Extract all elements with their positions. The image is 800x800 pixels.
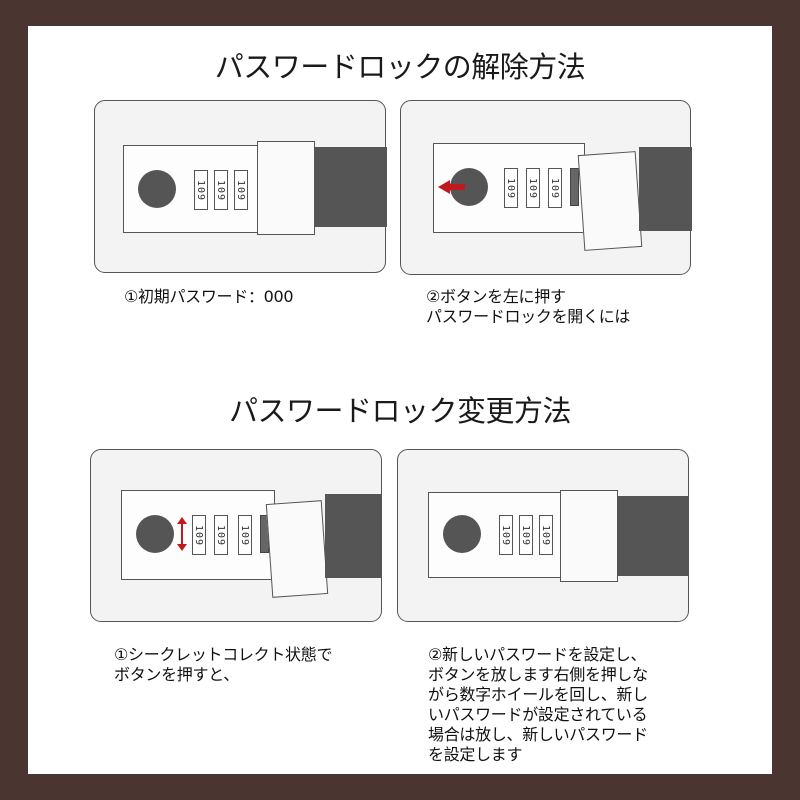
lock-body: 109 109 109 xyxy=(428,492,568,578)
push-left-arrowhead-icon xyxy=(438,180,450,194)
release-slot xyxy=(570,168,579,206)
lock-body: 109 109 109 xyxy=(121,490,275,580)
digit-wheel: 109 xyxy=(499,515,513,555)
unlock-step2-panel: 109 109 109 xyxy=(400,100,692,275)
unlock-step1-caption: ①初期パスワード：000 xyxy=(124,287,294,306)
strap xyxy=(618,496,688,576)
caption-line: ボタンを放します右側を押しな xyxy=(428,665,648,684)
caption-line: いパスワードが設定されている xyxy=(428,705,648,724)
digit-wheel: 109 xyxy=(194,170,208,210)
caption-line: 場合は放し、新しいパスワード xyxy=(428,725,648,744)
lock-cover xyxy=(257,141,315,235)
lock-body: 109 109 109 xyxy=(123,145,265,233)
caption-line: がら数字ホイールを回し、新し xyxy=(428,685,648,704)
strap xyxy=(639,147,692,231)
digit-wheel: 109 xyxy=(504,168,518,208)
digit-wheel: 109 xyxy=(192,515,206,555)
change-step2-panel: 109 109 109 xyxy=(397,449,689,622)
change-section-title: パスワードロック変更方法 xyxy=(228,394,572,428)
strap xyxy=(325,494,381,578)
lock-body: 109 109 109 xyxy=(433,143,585,233)
digit-wheel: 109 xyxy=(214,515,228,555)
digit-wheel: 109 xyxy=(214,170,228,210)
release-button xyxy=(138,170,176,208)
release-button xyxy=(443,515,481,553)
caption-line: ②新しいパスワードを設定し、 xyxy=(428,645,647,664)
digit-wheel: 109 xyxy=(234,170,248,210)
change-step1-panel: 109 109 109 xyxy=(90,449,382,622)
unlock-step2-caption-line2: パスワードロックを開くには xyxy=(426,307,631,326)
strap xyxy=(315,147,387,227)
change-step2-caption: ②新しいパスワードを設定し、 ボタンを放します右側を押しな がら数字ホイールを回… xyxy=(428,645,648,765)
unlock-section-title: パスワードロックの解除方法 xyxy=(214,50,586,84)
digit-wheel: 109 xyxy=(238,515,252,555)
digit-wheel: 109 xyxy=(519,515,533,555)
digit-wheel: 109 xyxy=(539,515,553,555)
digit-wheel: 109 xyxy=(548,168,562,208)
unlock-step1-panel: 109 109 109 xyxy=(94,100,387,273)
push-left-arrow-icon xyxy=(449,184,465,190)
rotate-arrow-icon xyxy=(177,517,187,551)
unlock-step2-caption-line1: ②ボタンを左に押す xyxy=(426,287,566,306)
lock-cover-released xyxy=(265,500,329,598)
digit-wheel: 109 xyxy=(526,168,540,208)
lock-cover xyxy=(560,490,618,582)
change-step1-caption-line1: ①シークレットコレクト状態で xyxy=(114,645,333,664)
release-button xyxy=(136,515,174,553)
lock-cover-released xyxy=(577,151,643,251)
caption-line: を設定します xyxy=(428,745,523,764)
change-step1-caption-line2: ボタンを押すと、 xyxy=(114,665,239,684)
